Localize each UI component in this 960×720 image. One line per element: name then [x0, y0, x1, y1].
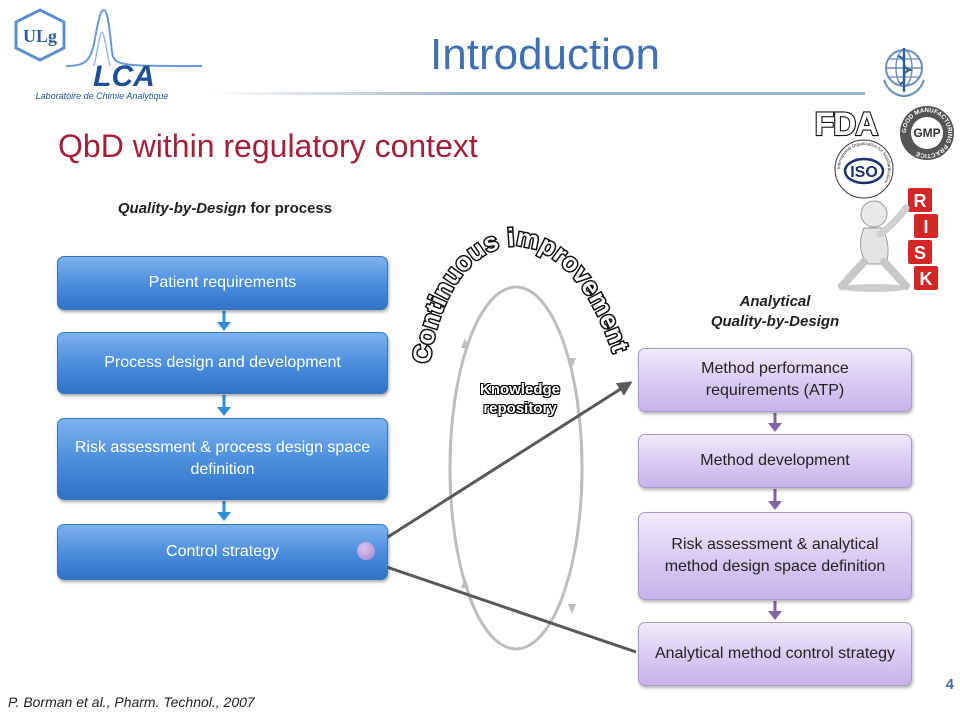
logo-name: LCA	[93, 60, 155, 93]
gmp-center-text: GMP	[913, 126, 940, 140]
step-risk-assessment-process: Risk assessment & process design space d…	[57, 418, 388, 500]
gmp-logo: GOOD MANUFACTURING PRACTICE GMP	[900, 106, 954, 160]
fda-logo: FDA	[814, 106, 881, 140]
risk-figure-icon: R I S K	[838, 188, 938, 292]
process-arrow-3	[217, 501, 231, 521]
svg-text:Continuous improvement: Continuous improvement	[408, 223, 635, 365]
knowledge-repository-label: Knowledge repository	[479, 381, 560, 417]
page-number: 4	[945, 676, 954, 693]
process-qbd-heading-italic: Quality-by-Design	[117, 200, 247, 217]
page-title: Introduction	[430, 30, 660, 79]
step-risk-assessment-method: Risk assessment & analytical method desi…	[638, 512, 912, 600]
who-emblem-icon	[883, 48, 925, 98]
process-flow-arrows	[217, 311, 231, 521]
slide-subtitle: QbD within regulatory context	[58, 128, 478, 164]
continuous-improvement-cycle	[448, 285, 584, 651]
header-divider	[205, 92, 865, 95]
analytical-qbd-heading: Analytical Quality-by-Design	[660, 292, 890, 332]
step-method-development: Method development	[638, 434, 912, 488]
reference-citation: P. Borman et al., Pharm. Technol., 2007	[8, 694, 255, 710]
continuous-improvement-label: Continuous improvement	[406, 222, 635, 367]
process-arrow-2	[217, 395, 231, 416]
connector-dot	[357, 542, 375, 560]
step-method-performance-requirements: Method performance requirements (ATP)	[638, 348, 912, 412]
analytical-qbd-heading-line1: Analytical	[739, 293, 811, 310]
process-qbd-heading-rest: for process	[246, 200, 333, 217]
risk-letter-i: I	[923, 217, 928, 237]
method-flow-arrows	[768, 413, 782, 620]
step-process-design: Process design and development	[57, 332, 388, 394]
iso-center-text: ISO	[850, 164, 878, 181]
analytical-qbd-heading-line2: Quality-by-Design	[710, 313, 840, 330]
step-control-strategy: Control strategy	[57, 524, 388, 580]
method-arrow-1	[768, 413, 782, 432]
step-analytical-control-strategy: Analytical method control strategy	[638, 622, 912, 686]
process-qbd-heading: Quality-by-Design for process	[60, 200, 390, 217]
risk-letter-s: S	[914, 243, 926, 263]
lca-logo: ULg LCA Laboratoire de Chimie Analytique	[14, 8, 202, 101]
method-arrow-2	[768, 489, 782, 510]
risk-letter-r: R	[914, 191, 927, 211]
method-arrow-3	[768, 601, 782, 620]
step-patient-requirements: Patient requirements	[57, 256, 388, 310]
iso-logo: International Organization for Standardi…	[834, 139, 894, 199]
control-to-atp-connector	[379, 381, 633, 544]
amcs-to-control-connector	[369, 558, 637, 654]
logo-initials: ULg	[23, 26, 57, 46]
process-arrow-1	[217, 311, 231, 331]
fda-logo-text: FDA	[815, 106, 879, 140]
logo-subtitle: Laboratoire de Chimie Analytique	[36, 91, 169, 101]
risk-letter-k: K	[920, 269, 933, 289]
